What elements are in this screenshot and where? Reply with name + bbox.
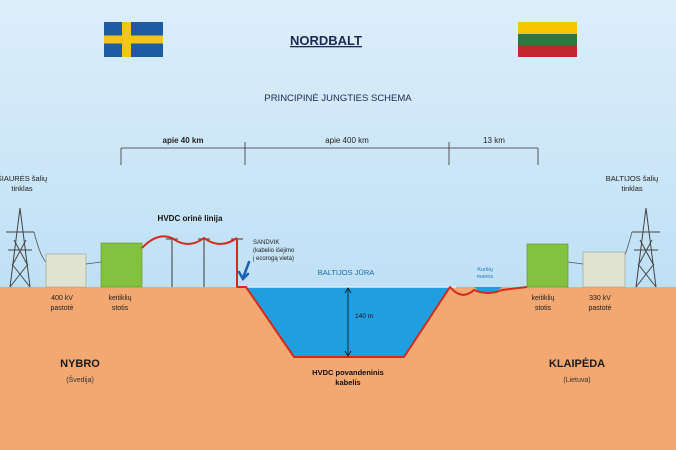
left-grid-label-line2: tinklas <box>11 184 33 193</box>
right-grid-label-line1: BALTIJOS šalių <box>606 174 658 183</box>
left-substation-label-line1: 400 kV <box>51 295 73 302</box>
hvdc-subsea-cable <box>236 238 528 358</box>
right-converter-to-sub-wire <box>567 261 584 265</box>
landing-label-line3: į ecorogą vieta) <box>253 256 294 262</box>
right-converter-station <box>526 243 569 288</box>
right-substation <box>582 251 626 288</box>
lagoon-label-line1: Kuršių <box>477 267 493 273</box>
right-transmission-tower-icon <box>632 207 660 288</box>
left-converter-station <box>100 242 143 288</box>
right-grid-wire <box>624 231 633 256</box>
landing-label-line1: SANDVIK <box>253 240 279 246</box>
overhead-line-label: HVDC orinė linija <box>158 214 223 223</box>
cable-label-line2: kabelis <box>335 378 360 387</box>
right-city-label: KLAIPĖDA <box>549 357 605 370</box>
left-transmission-tower-icon <box>6 207 34 288</box>
page-subtitle: PRINCIPINĖ JUNGTIES SCHEMA <box>264 93 412 104</box>
left-substation-label-line2: pastotė <box>51 305 74 312</box>
right-substation-label-line1: 330 kV <box>589 295 611 302</box>
right-converter-label-line2: stotis <box>535 305 552 312</box>
left-grid-label-line1: ŠIAURĖS šalių <box>0 174 47 183</box>
lagoon-label-line2: marios <box>477 274 494 280</box>
right-country-label: (Lietuva) <box>563 377 590 384</box>
cable-label-line1: HVDC povandeninis <box>312 368 384 377</box>
depth-label: 140 m <box>355 313 373 320</box>
distance-label-land: 13 km <box>483 136 505 145</box>
left-sub-to-converter-wire <box>85 261 102 265</box>
left-converter-label-line1: keitiklių <box>109 295 132 302</box>
distance-brackets <box>120 142 539 165</box>
hvdc-overhead-line <box>141 235 238 249</box>
landing-point-arrow-icon <box>237 260 251 282</box>
left-grid-wire <box>33 231 47 263</box>
left-converter-label-line2: stotis <box>112 305 129 312</box>
depth-arrow-icon <box>344 287 352 357</box>
sweden-flag <box>104 22 163 57</box>
distance-label-sea: apie 400 km <box>325 136 369 145</box>
landing-label-line2: (kabelio išėjimo <box>253 248 295 254</box>
right-converter-label-line1: keitiklių <box>532 295 555 302</box>
right-substation-label-line2: pastotė <box>589 305 612 312</box>
left-city-label: NYBRO <box>60 358 100 370</box>
distance-label-overhead: apie 40 km <box>163 136 204 145</box>
left-country-label: (Švedija) <box>66 375 94 384</box>
right-grid-label-line2: tinklas <box>621 184 643 193</box>
page-title: NORDBALT <box>290 33 362 48</box>
sea-name-label: BALTIJOS JŪRA <box>318 268 375 277</box>
lithuania-flag <box>518 22 577 57</box>
left-substation <box>45 253 87 288</box>
